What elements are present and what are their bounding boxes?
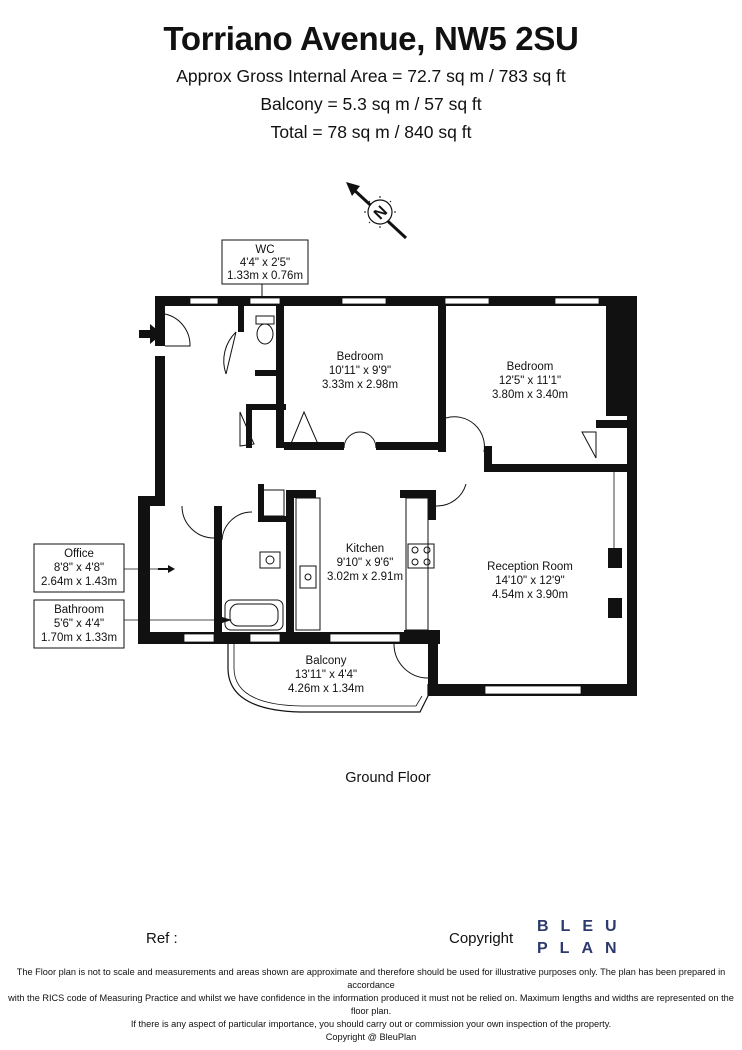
balcony-name: Balcony bbox=[306, 655, 347, 667]
kitchen-metric: 3.02m x 2.91m bbox=[327, 571, 403, 583]
kitchen-imperial: 9'10" x 9'6" bbox=[337, 557, 394, 569]
kitchen-counter-right bbox=[405, 497, 429, 631]
bedroom1-name: Bedroom bbox=[337, 351, 384, 363]
logo-line1: BLEU bbox=[537, 918, 629, 935]
reception-metric: 4.54m x 3.90m bbox=[492, 589, 568, 601]
wc-label-box bbox=[221, 239, 309, 285]
reception-imperial: 14'10" x 12'9" bbox=[495, 575, 564, 587]
total-area: Total = 78 sq m / 840 sq ft bbox=[270, 122, 472, 142]
office-metric: 2.64m x 1.43m bbox=[41, 576, 117, 588]
copyright-label: Copyright bbox=[449, 930, 514, 947]
floor-label: Ground Floor bbox=[345, 770, 431, 786]
office-name: Office bbox=[64, 548, 94, 560]
ref-label: Ref : bbox=[146, 930, 178, 947]
logo-line2: PLAN bbox=[537, 940, 629, 957]
page-title: Torriano Avenue, NW5 2SU bbox=[163, 20, 579, 57]
sink-icon bbox=[259, 551, 281, 569]
kitchen-counter-left bbox=[295, 497, 321, 631]
compass-icon: N bbox=[346, 182, 408, 240]
hob-icon bbox=[407, 543, 435, 569]
balcony-area: Balcony = 5.3 sq m / 57 sq ft bbox=[260, 94, 482, 114]
kitchen-name: Kitchen bbox=[346, 543, 384, 555]
disclaimer-line3: If there is any aspect of particular imp… bbox=[130, 1019, 612, 1029]
bathroom-metric: 1.70m x 1.33m bbox=[41, 632, 117, 644]
bathroom-imperial: 5'6" x 4'4" bbox=[54, 618, 104, 630]
bathroom-name: Bathroom bbox=[54, 604, 104, 616]
office-imperial: 8'8" x 4'8" bbox=[54, 562, 104, 574]
balcony-metric: 4.26m x 1.34m bbox=[288, 683, 364, 695]
disclaimer-line1: The Floor plan is not to scale and measu… bbox=[16, 967, 726, 990]
bedroom2-metric: 3.80m x 3.40m bbox=[492, 389, 568, 401]
balcony-imperial: 13'11" x 4'4" bbox=[295, 669, 357, 681]
gross-area: Approx Gross Internal Area = 72.7 sq m /… bbox=[176, 66, 566, 86]
disclaimer-line4: Copyright @ BleuPlan bbox=[325, 1032, 417, 1042]
bedroom2-imperial: 12'5" x 11'1" bbox=[499, 375, 561, 387]
bleuplan-logo: BLEU PLAN bbox=[537, 916, 629, 960]
office-label-box bbox=[33, 543, 125, 593]
entry-arrow-icon bbox=[139, 324, 162, 344]
toilet-icon bbox=[255, 315, 275, 345]
windows bbox=[183, 297, 600, 695]
wc-name: WC bbox=[255, 244, 274, 256]
bedroom2-name: Bedroom bbox=[507, 361, 554, 373]
bath-icon bbox=[224, 599, 284, 631]
door-swings bbox=[164, 313, 597, 679]
reception-name: Reception Room bbox=[487, 561, 573, 573]
wc-imperial: 4'4" x 2'5" bbox=[240, 257, 290, 269]
bedroom1-imperial: 10'11" x 9'9" bbox=[329, 365, 391, 377]
balcony-outline bbox=[227, 644, 429, 713]
disclaimer-line2: with the RICS code of Measuring Practice… bbox=[8, 993, 734, 1016]
disclaimer: The Floor plan is not to scale and measu… bbox=[4, 966, 738, 1044]
bathroom-label-box bbox=[33, 599, 125, 649]
wc-metric: 1.33m x 0.76m bbox=[227, 270, 303, 282]
kitchen-sink-icon bbox=[299, 565, 317, 589]
bedroom1-metric: 3.33m x 2.98m bbox=[322, 379, 398, 391]
